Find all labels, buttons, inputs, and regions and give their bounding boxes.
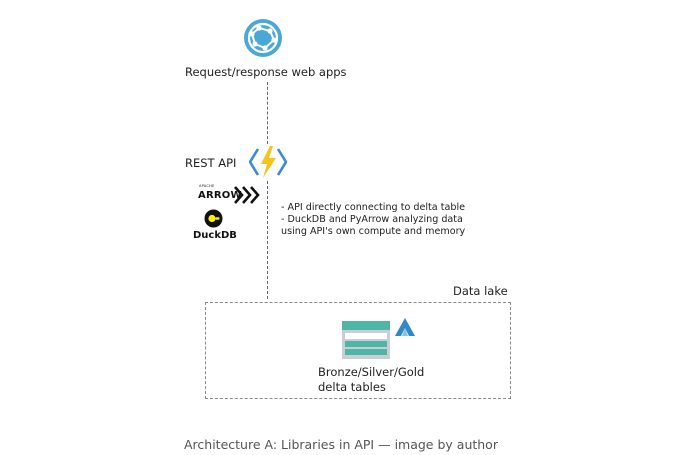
tables-label-line-2: delta tables bbox=[318, 380, 386, 394]
figure-caption: Architecture A: Libraries in API — image… bbox=[184, 437, 498, 452]
connector-web-to-api bbox=[267, 82, 268, 144]
arrow-logo-text: ARROW bbox=[198, 190, 242, 201]
storage-table-icon bbox=[342, 321, 390, 359]
globe-network-icon bbox=[244, 19, 282, 57]
data-lake-label: Data lake bbox=[453, 284, 508, 298]
tables-label-line-1: Bronze/Silver/Gold bbox=[318, 365, 425, 379]
azure-function-icon bbox=[249, 146, 287, 178]
data-lake-container bbox=[205, 302, 511, 399]
duckdb-label: DuckDB bbox=[193, 230, 237, 241]
azure-data-lake-icon bbox=[395, 318, 415, 336]
chevrons-icon bbox=[234, 186, 260, 204]
note-line-2: - DuckDB and PyArrow analyzing data bbox=[281, 214, 463, 225]
web-apps-label: Request/response web apps bbox=[185, 65, 347, 79]
note-line-3: using API's own compute and memory bbox=[281, 226, 466, 237]
rest-api-label: REST API bbox=[185, 156, 237, 170]
connector-api-to-lake bbox=[267, 181, 268, 299]
note-line-1: - API directly connecting to delta table bbox=[281, 202, 466, 213]
apache-arrow-logo: APACHE ARROW bbox=[198, 184, 264, 206]
duckdb-logo bbox=[204, 209, 223, 228]
arrow-logo-small-text: APACHE bbox=[199, 184, 215, 188]
